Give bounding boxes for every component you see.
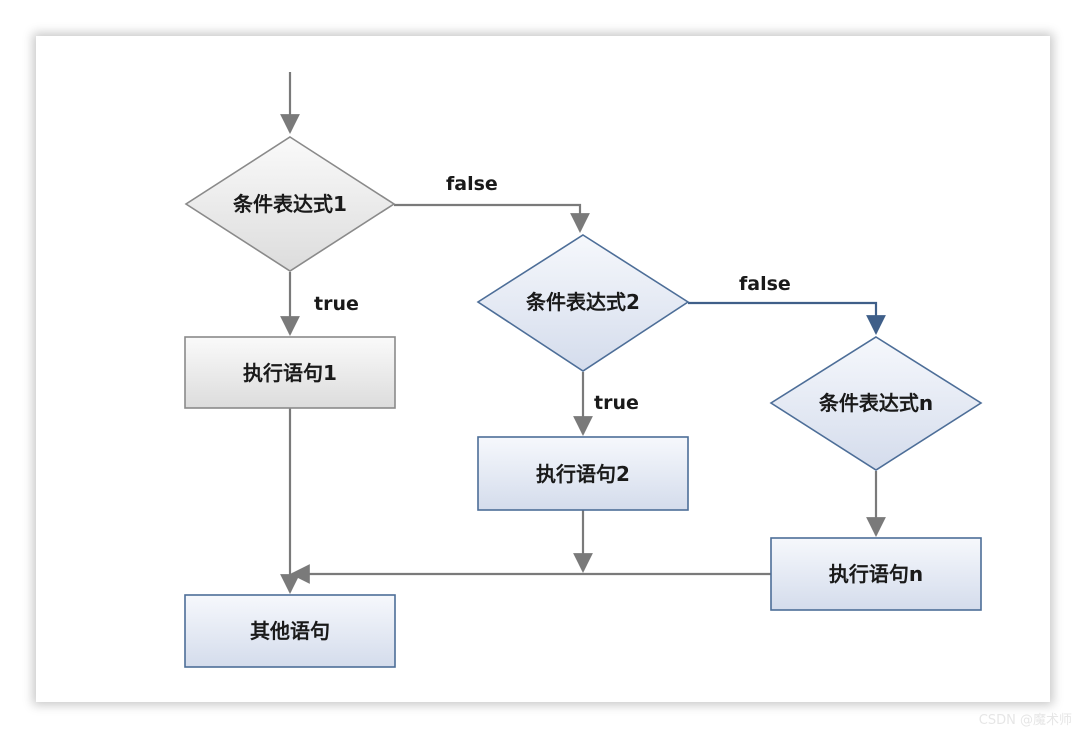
condition-1-diamond (184, 136, 396, 272)
false-label-2: false (739, 273, 791, 295)
condition-2-diamond (476, 234, 690, 372)
statement-n-box (770, 537, 982, 611)
condition-n-diamond (769, 336, 983, 471)
condition-1-label: 条件表达式1 (233, 192, 347, 216)
condition-n-label: 条件表达式n (819, 391, 933, 415)
other-statement-box (184, 594, 396, 668)
true-label-2: true (594, 392, 639, 414)
statement-1-label: 执行语句1 (243, 361, 337, 385)
false-connector-1 (394, 203, 590, 233)
statement-2-label: 执行语句2 (536, 462, 630, 486)
statement-2-box (477, 436, 689, 511)
true-label-1: true (314, 293, 359, 315)
statement-n-label: 执行语句n (829, 562, 923, 586)
watermark: CSDN @魔术师 (978, 713, 1072, 728)
false-connector-2 (688, 301, 886, 335)
false-label-1: false (446, 173, 498, 195)
statement-1-box (184, 336, 396, 409)
other-statement-label: 其他语句 (250, 619, 330, 643)
condition-2-label: 条件表达式2 (526, 290, 640, 314)
